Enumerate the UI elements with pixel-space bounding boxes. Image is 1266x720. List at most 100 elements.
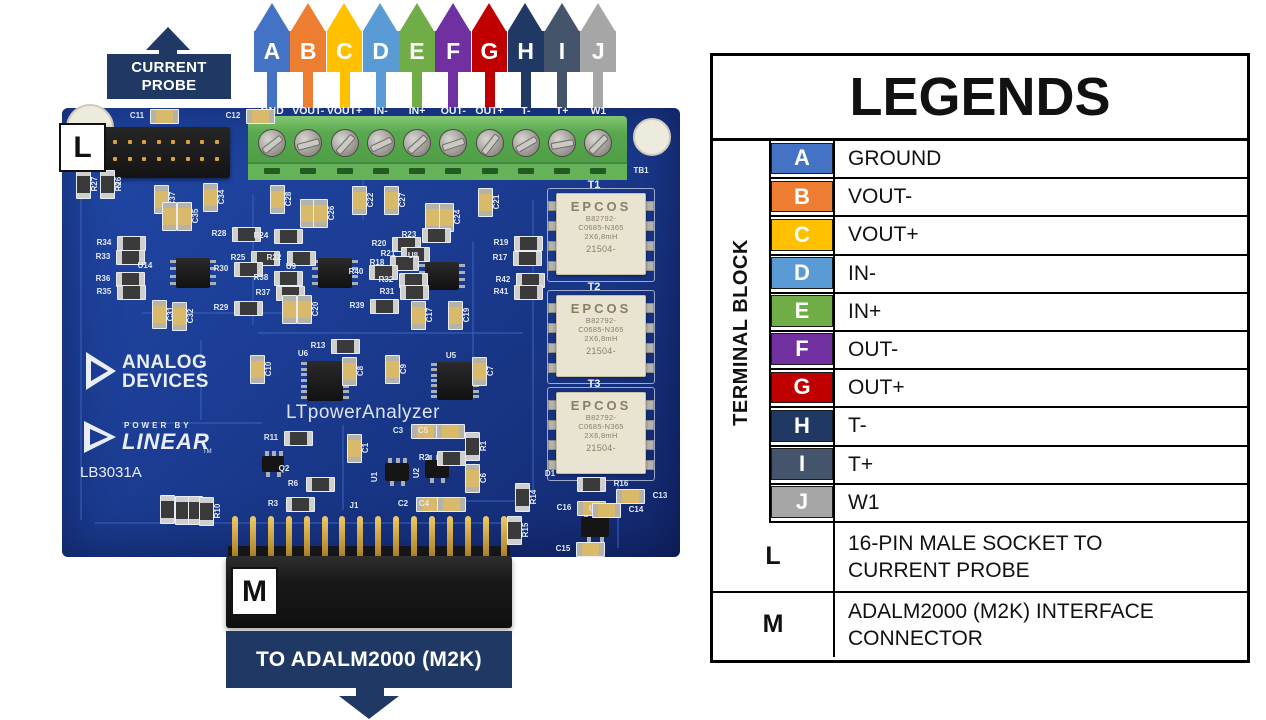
passive-component <box>507 516 522 545</box>
header-pin <box>428 516 435 560</box>
arrow-stem <box>303 70 314 112</box>
header-pin <box>285 516 292 560</box>
refdes-R42: R42 <box>495 275 511 284</box>
pcb-trace <box>80 150 82 520</box>
ic-pin <box>459 270 465 274</box>
legend-desc-text: 16-PIN MALE SOCKET TO CURRENT PROBE <box>848 531 1103 582</box>
legend-key-L: L <box>765 542 781 571</box>
socket-pin <box>185 157 190 161</box>
ic-pin <box>459 277 465 281</box>
screw-slot <box>334 133 356 155</box>
refdes-TB1: TB1 <box>633 166 649 175</box>
transformer-part-number: 2X6,8mH <box>584 334 618 343</box>
legend-key-I: I <box>771 448 833 480</box>
transformer-part-number: B82792- <box>585 316 617 325</box>
board-id-label: LB3031A <box>80 464 142 481</box>
transformer-brand: EPCOS <box>570 199 632 214</box>
brand-trademark: TM <box>203 449 212 455</box>
passive-component <box>448 301 463 330</box>
transformer-ref-T2: T2 <box>587 281 601 293</box>
legend-desc: IN- <box>833 255 1247 292</box>
legend-key-D: D <box>771 257 833 289</box>
refdes-R6: R6 <box>287 479 299 488</box>
refdes-C27: C27 <box>398 192 407 208</box>
passive-component <box>478 188 493 217</box>
ic-pin <box>278 451 283 456</box>
passive-component <box>313 199 328 228</box>
legend-desc-text: T+ <box>848 452 874 476</box>
terminal-screw <box>403 129 432 157</box>
legend-key-E: E <box>771 295 833 327</box>
refdes-U1: U1 <box>370 471 379 483</box>
screw-slot <box>296 137 321 151</box>
arrow-stem <box>412 70 423 112</box>
socket-pin <box>142 140 146 144</box>
terminal-label-OUT-: OUT- <box>440 105 466 117</box>
passive-component <box>515 483 530 512</box>
socket-pin <box>142 157 146 161</box>
passive-component <box>472 357 487 386</box>
arrow-head-icon <box>580 3 615 31</box>
pcb-trace <box>432 500 528 502</box>
terminal-label-T-: T- <box>521 105 531 117</box>
brand-analog: ANALOG <box>122 352 208 373</box>
arrow-stem <box>484 70 495 112</box>
ic-pin <box>431 384 437 388</box>
screw-slot <box>406 133 429 155</box>
legend-desc-text: ADALM2000 (M2K) INTERFACE CONNECTOR <box>848 599 1154 650</box>
refdes-U6: U6 <box>297 349 309 358</box>
arrow-head-icon <box>254 3 289 31</box>
transformer-ref-T1: T1 <box>587 179 601 191</box>
screw-slot <box>441 137 466 151</box>
passive-component <box>287 251 316 266</box>
ic-pin <box>352 282 358 286</box>
refdes-R37: R37 <box>255 288 271 297</box>
ic-pin <box>389 481 394 486</box>
transformer-part-number: 2X6,8mH <box>584 232 618 241</box>
legend-key-J: J <box>771 486 833 518</box>
socket-pin <box>127 157 132 161</box>
terminal-slot <box>554 168 571 174</box>
refdes-C32: C32 <box>186 308 195 324</box>
passive-component <box>514 285 543 300</box>
header-pin <box>500 516 507 560</box>
ic-pin <box>403 458 408 463</box>
passive-component <box>117 236 146 251</box>
current-probe-label-text: CURRENT PROBE <box>131 58 207 94</box>
header-pin <box>357 516 364 560</box>
screw-slot <box>480 132 500 156</box>
header-pin <box>411 516 417 560</box>
pcb-trace <box>200 340 202 420</box>
terminal-block-group-cell: TERMINAL BLOCK <box>713 141 771 523</box>
terminal-block-lip <box>248 162 627 180</box>
legend-desc-text: IN- <box>848 261 876 285</box>
header-pin <box>464 516 471 560</box>
legend-desc-text: OUT- <box>848 338 899 362</box>
arrow-head-icon <box>290 3 325 31</box>
legend-desc: T- <box>833 408 1247 445</box>
header-pin <box>232 516 238 560</box>
brand-devices: DEVICES <box>122 371 209 392</box>
refdes-C2: C2 <box>397 499 409 508</box>
refdes-R33: R33 <box>95 252 111 261</box>
refdes-R32: R32 <box>378 275 394 284</box>
terminal-label-W1: W1 <box>590 105 607 117</box>
refdes-C9: C9 <box>399 363 408 375</box>
socket-pin <box>127 140 132 144</box>
ic-pin <box>170 267 176 271</box>
passive-component <box>274 271 303 286</box>
ic-chip <box>437 362 473 400</box>
terminal-slot <box>336 168 353 174</box>
refdes-C11: C11 <box>129 111 145 120</box>
passive-component <box>199 497 214 526</box>
header-pin <box>482 516 489 560</box>
ic-pin <box>387 458 392 463</box>
refdes-D1: D1 <box>544 469 556 478</box>
socket-pin <box>171 157 175 161</box>
